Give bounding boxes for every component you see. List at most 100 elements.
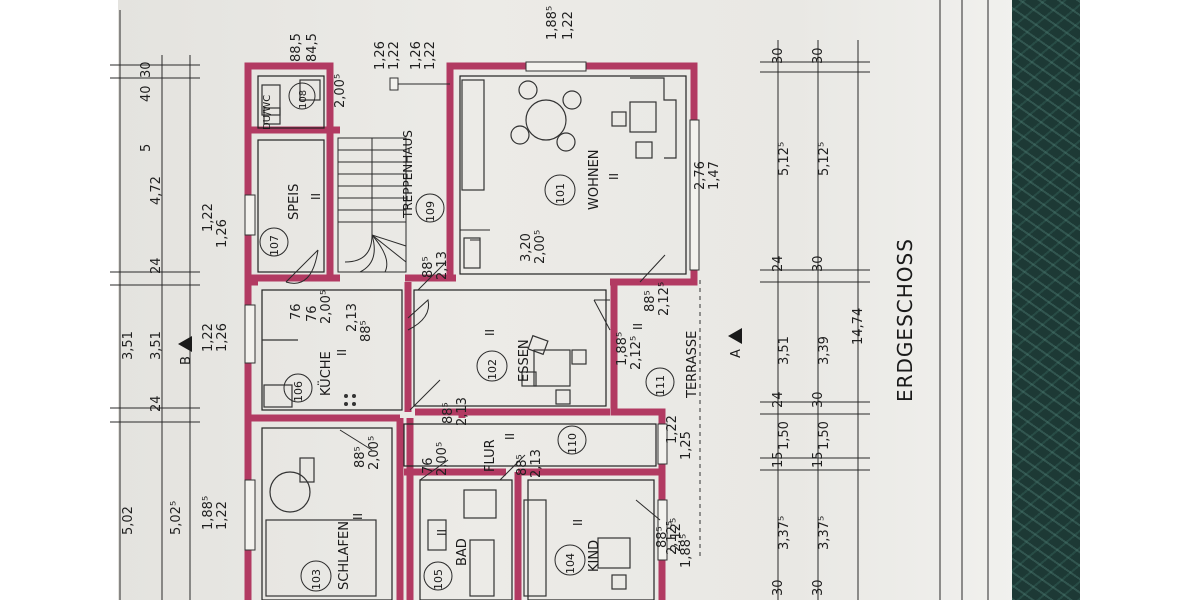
svg-text:II: II: [309, 193, 323, 200]
dim-left-24b: 24: [149, 395, 164, 412]
section-marker-b: B: [178, 336, 194, 365]
svg-text:2,13: 2,13: [345, 303, 360, 332]
room-name-speis: SPEIS: [287, 184, 302, 220]
fabric-background: [1012, 0, 1080, 600]
svg-text:102: 102: [486, 359, 499, 380]
room-110: 110 FLUR II: [483, 425, 587, 472]
svg-text:1,25: 1,25: [679, 431, 694, 460]
svg-text:109: 109: [424, 201, 437, 222]
right-dimension-chain: 30 5,12⁵ 24 3,51 24 1,50 15 3,37⁵ 30 30 …: [760, 40, 870, 600]
svg-text:84,5: 84,5: [305, 33, 320, 62]
dim-left-24: 24: [149, 257, 164, 274]
room-102: 102 ESSEN II: [476, 329, 532, 382]
dim-inner-5-125: 5,12⁵: [817, 142, 832, 176]
svg-text:88⁵: 88⁵: [643, 290, 658, 312]
room-101: 101 WOHNEN II: [544, 149, 621, 210]
svg-text:88⁵: 88⁵: [421, 256, 436, 278]
room-name-schlafen: SCHLAFEN: [337, 521, 352, 590]
room-name-treppenhaus: TREPPENHAUS: [401, 130, 415, 219]
svg-text:88,5: 88,5: [289, 33, 304, 62]
svg-text:101: 101: [554, 183, 567, 204]
dim-left-40: 40: [139, 85, 154, 102]
room-name-wohnen: WOHNEN: [587, 149, 602, 210]
svg-text:1,22: 1,22: [215, 501, 230, 530]
furniture: [261, 77, 677, 597]
background-left: [0, 0, 118, 600]
svg-text:II: II: [503, 433, 517, 440]
svg-text:2,00⁵: 2,00⁵: [333, 74, 348, 108]
dim-inner-30d: 30: [811, 579, 826, 596]
dim-right-3-51: 3,51: [777, 336, 792, 365]
dim-right-15: 15: [771, 451, 786, 468]
dim-left-5-02: 5,02⁵: [169, 501, 184, 535]
svg-text:2,00⁵: 2,00⁵: [367, 436, 382, 470]
dim-inner-30b: 30: [811, 255, 826, 272]
svg-text:76: 76: [305, 305, 320, 322]
svg-text:88⁵: 88⁵: [441, 402, 456, 424]
plan-title: ERDGESCHOSS: [893, 238, 917, 402]
svg-text:1,88⁵: 1,88⁵: [545, 6, 560, 40]
svg-text:2,12⁵: 2,12⁵: [657, 282, 672, 316]
dim-right-3-375: 3,37⁵: [777, 516, 792, 550]
svg-text:II: II: [351, 513, 365, 520]
svg-text:1,26: 1,26: [373, 41, 388, 70]
svg-text:107: 107: [268, 235, 281, 256]
dim-inner-3-375: 3,37⁵: [817, 516, 832, 550]
svg-text:76: 76: [421, 457, 436, 474]
room-107: 107 SPEIS II: [259, 184, 323, 257]
dim-inner-3-39: 3,39: [817, 336, 832, 365]
dim-left-30: 30: [139, 61, 154, 78]
room-111: 111 TERRASSE II: [631, 323, 700, 399]
svg-text:108: 108: [298, 90, 309, 109]
staircase: [337, 137, 407, 273]
svg-text:2,12⁵: 2,12⁵: [629, 336, 644, 370]
paper-sheet: [118, 0, 1018, 600]
section-marker-a: A: [728, 328, 744, 358]
room-name-du-wc: DU/WC: [262, 95, 273, 130]
svg-text:II: II: [483, 329, 497, 336]
interior-wall-lines: [257, 75, 687, 600]
svg-text:88⁵: 88⁵: [353, 446, 368, 468]
room-103: 103 SCHLAFEN II: [300, 513, 365, 592]
room-name-kind: KIND: [587, 540, 602, 572]
svg-text:1,22: 1,22: [387, 41, 402, 70]
background-right: [1080, 0, 1200, 600]
svg-text:II: II: [335, 349, 349, 356]
svg-text:106: 106: [292, 381, 305, 402]
dim-inner-15: 15: [811, 451, 826, 468]
dim-right-5-125: 5,12⁵: [777, 142, 792, 176]
svg-text:1,88⁵: 1,88⁵: [201, 496, 216, 530]
room-108: 108 DU/WC: [262, 82, 316, 130]
svg-text:2,12⁵: 2,12⁵: [665, 521, 680, 555]
svg-text:1,22: 1,22: [665, 415, 680, 444]
svg-text:B: B: [179, 356, 194, 365]
svg-text:II: II: [571, 519, 585, 526]
dim-right-30: 30: [771, 47, 786, 64]
svg-text:2,76: 2,76: [693, 161, 708, 190]
dim-left-3-51: 3,51: [149, 331, 164, 360]
svg-text:76: 76: [289, 303, 304, 320]
svg-text:1,22: 1,22: [201, 203, 216, 232]
svg-text:2,13: 2,13: [529, 449, 544, 478]
door-annotations: 2,00⁵ 76 88⁵ 2,13 88⁵ 2,13 76 2,00⁵ 88⁵ …: [289, 74, 684, 552]
dim-left-5: 5: [139, 144, 154, 152]
svg-text:1,26: 1,26: [215, 323, 230, 352]
dim-inner-1-50: 1,50: [817, 421, 832, 450]
dim-total-14-74: 14,74: [851, 308, 866, 345]
svg-text:2,12⁵: 2,12⁵: [669, 518, 684, 552]
room-name-terrasse: TERRASSE: [685, 331, 700, 399]
svg-text:2,00⁵: 2,00⁵: [435, 442, 450, 476]
dim-right-24b: 24: [771, 391, 786, 408]
svg-text:II: II: [631, 323, 645, 330]
room-name-essen: ESSEN: [517, 339, 532, 382]
svg-text:1,26: 1,26: [215, 219, 230, 248]
svg-text:105: 105: [432, 569, 445, 590]
svg-text:2,13: 2,13: [435, 251, 450, 280]
svg-text:1,88⁵: 1,88⁵: [615, 332, 630, 366]
dim-inner-30c: 30: [811, 391, 826, 408]
svg-text:II: II: [607, 173, 621, 180]
svg-text:1,88⁵: 1,88⁵: [679, 534, 694, 568]
room-name-kueche: KÜCHE: [317, 351, 334, 396]
svg-text:88⁵: 88⁵: [655, 526, 670, 548]
